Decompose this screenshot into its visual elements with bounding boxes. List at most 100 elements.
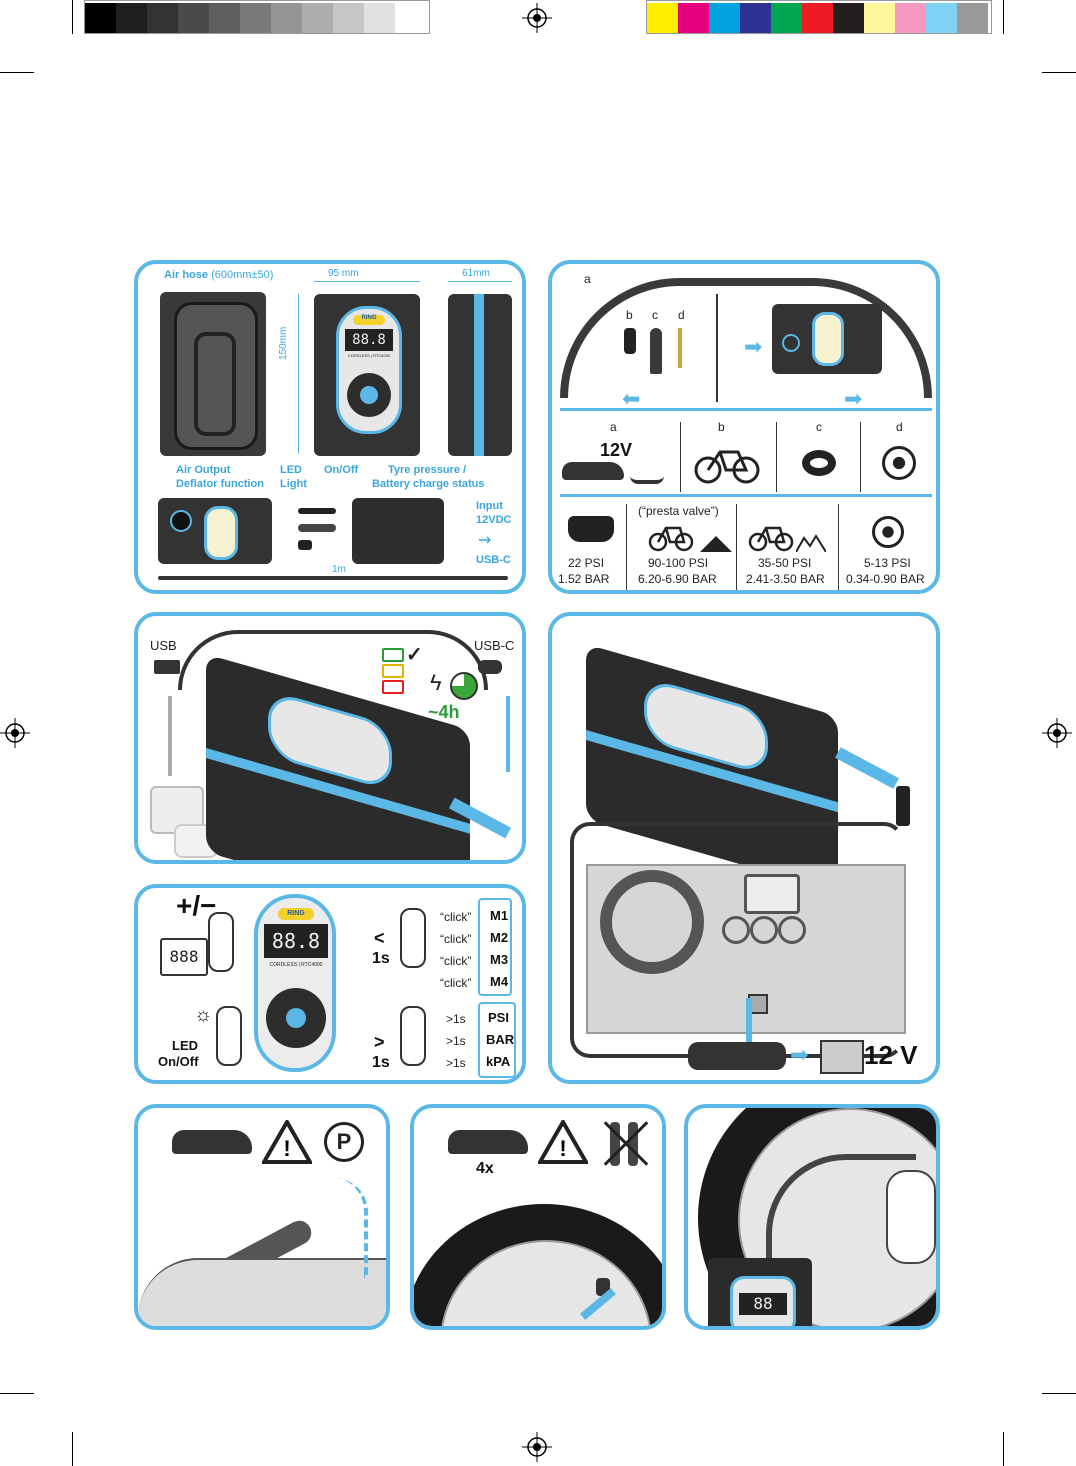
label-d: d — [678, 308, 685, 322]
arrow-down-gray — [168, 696, 172, 776]
arrow-up-blue — [746, 998, 752, 1048]
width-dimension: 95 mm — [328, 268, 359, 279]
color-bar-grays — [84, 0, 430, 34]
swatch — [85, 3, 116, 33]
click-2: “click” — [440, 932, 472, 946]
swatch — [333, 3, 364, 33]
arrow-diagonal-blue — [835, 747, 899, 789]
svg-text:!: ! — [283, 1136, 290, 1161]
car-icon — [562, 462, 624, 480]
device-top-view — [158, 498, 272, 564]
row1-label-b: b — [718, 420, 725, 434]
usb-c-label: USB-C — [474, 638, 515, 653]
display-screen: 88 — [739, 1293, 787, 1315]
panel-attachments: a b c d ⬅ ➡ ➡ a 12V b c d 22 PSI 1.52 BA… — [548, 260, 940, 594]
arrow-down-blue — [506, 696, 510, 772]
swatch — [271, 3, 302, 33]
height-dimension: 150mm — [278, 326, 289, 360]
less-seconds-label: 1s — [372, 950, 390, 967]
motorcycle-icon — [630, 462, 664, 484]
power-button[interactable] — [286, 1008, 306, 1028]
divider-vertical — [626, 504, 627, 590]
row1-label-a: a — [610, 420, 617, 434]
arrow-up-dashed — [334, 1178, 368, 1278]
dimension-line — [314, 281, 420, 282]
cable-length: 1m — [332, 564, 346, 575]
nozzle-adapters — [298, 504, 338, 552]
device-side-view — [448, 294, 512, 456]
swatch — [647, 3, 678, 33]
device-bottom: 88 — [708, 1258, 812, 1326]
row1-label-c: c — [816, 420, 822, 434]
divider-vertical — [680, 422, 681, 492]
deflator-label: Deflator function — [176, 478, 264, 490]
swim-ring-icon — [802, 450, 836, 476]
air-output-label: Air Output — [176, 464, 231, 476]
registration-mark-icon — [1042, 718, 1072, 748]
adapter-c-icon — [650, 328, 662, 374]
clock-icon — [450, 672, 478, 700]
label-b: b — [626, 308, 633, 322]
control-panel-closeup: RING 88.8 CORDLESS | RTC4000 — [254, 894, 336, 1072]
swatch — [802, 3, 833, 33]
hand-pointer-icon — [400, 908, 426, 968]
air-hose-label: Air hose (600mm±50) — [164, 269, 274, 281]
panel-charging: USB USB-C ✓ ϟ ~4h — [134, 612, 526, 864]
steering-wheel-icon — [600, 870, 704, 974]
socket-icon — [820, 1040, 864, 1074]
swatch — [926, 3, 957, 33]
vent-icon — [750, 916, 778, 944]
swatch — [740, 3, 771, 33]
divider-vertical — [736, 504, 737, 590]
swatch — [771, 3, 802, 33]
control-pad — [347, 373, 391, 417]
battery-low-icon — [382, 680, 404, 694]
arrow-right-blue: ➡ — [790, 1042, 809, 1067]
hose-compartment — [174, 302, 258, 450]
input-label: Input — [476, 500, 503, 512]
divider-vertical — [838, 504, 839, 590]
control-panel: RING 88.8 CORDLESS | RTC4000 — [336, 306, 402, 434]
usb-plug-icon — [154, 660, 180, 674]
swatch — [147, 3, 178, 33]
click-1: “click” — [440, 910, 472, 924]
led-on-off-label: On/Off — [158, 1054, 199, 1069]
swatch — [302, 3, 333, 33]
hand-pointer-icon — [216, 1006, 242, 1066]
display-screen: 88.8 — [264, 924, 328, 958]
label-a-top: a — [584, 272, 591, 286]
row2-bar-1: 1.52 BAR — [558, 572, 610, 586]
voltage-label: 12 V — [864, 1040, 918, 1070]
display-panel: 88 — [730, 1276, 796, 1326]
led-lens — [204, 506, 238, 560]
usb-icon: ⇝ — [478, 532, 492, 549]
row2-bar-3: 2.41-3.50 BAR — [746, 572, 825, 586]
arrow-right-icon: ➡ — [744, 334, 763, 359]
greater-than-label: > — [374, 1032, 385, 1052]
dimension-line — [298, 294, 299, 454]
hose-coil — [194, 332, 236, 436]
presta-label: (“presta valve”) — [638, 504, 719, 518]
lightning-icon: ϟ — [430, 670, 442, 695]
car-icon — [448, 1130, 528, 1154]
swatch — [709, 3, 740, 33]
input-voltage-label: 12VDC — [476, 514, 512, 526]
battery-full-icon — [382, 648, 404, 662]
crop-mark — [0, 1393, 34, 1394]
battery-status-label: Battery charge status — [372, 478, 485, 490]
row1-label-d: d — [896, 420, 903, 434]
mode-m2: M2 — [490, 930, 509, 945]
row2-psi-3: 35-50 PSI — [758, 556, 812, 570]
nozzle-icon — [298, 508, 336, 514]
swatch — [895, 3, 926, 33]
swatch — [178, 3, 209, 33]
charge-time: ~4h — [428, 702, 460, 722]
swatch — [364, 3, 395, 33]
mode-bracket — [478, 898, 512, 996]
divider-vertical — [860, 422, 861, 492]
dc-plug-icon — [896, 786, 910, 826]
power-button[interactable] — [360, 386, 378, 404]
hand-pointer-icon — [208, 912, 234, 972]
football-icon — [882, 446, 916, 480]
swatch — [833, 3, 864, 33]
